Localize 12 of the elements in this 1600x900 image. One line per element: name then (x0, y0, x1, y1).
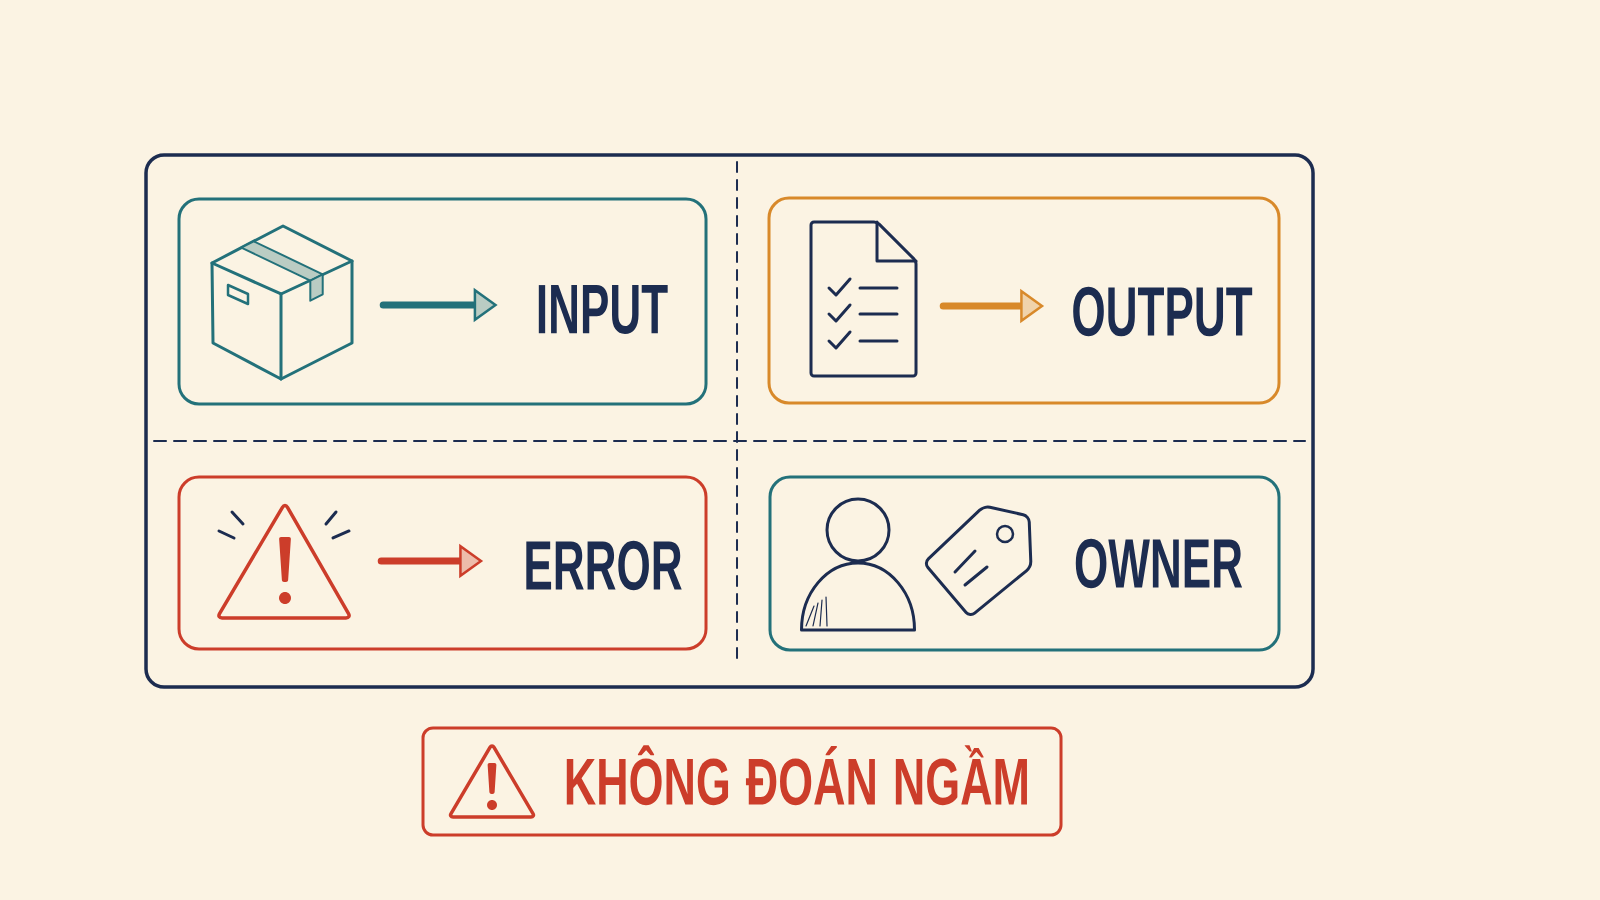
warning-icon (217, 503, 351, 620)
card-title: INPUT (538, 285, 668, 334)
card-title: OUTPUT (1073, 286, 1253, 337)
warning-banner: KHÔNG ĐOÁN NGẦM (421, 726, 1063, 837)
card (177, 197, 708, 406)
package-icon (210, 224, 354, 381)
card-title: ERROR (526, 540, 682, 591)
card: OWNER (768, 475, 1281, 652)
checklist-icon (809, 220, 918, 378)
card (767, 196, 1281, 405)
outer-frame (144, 153, 1315, 689)
card (177, 475, 708, 651)
